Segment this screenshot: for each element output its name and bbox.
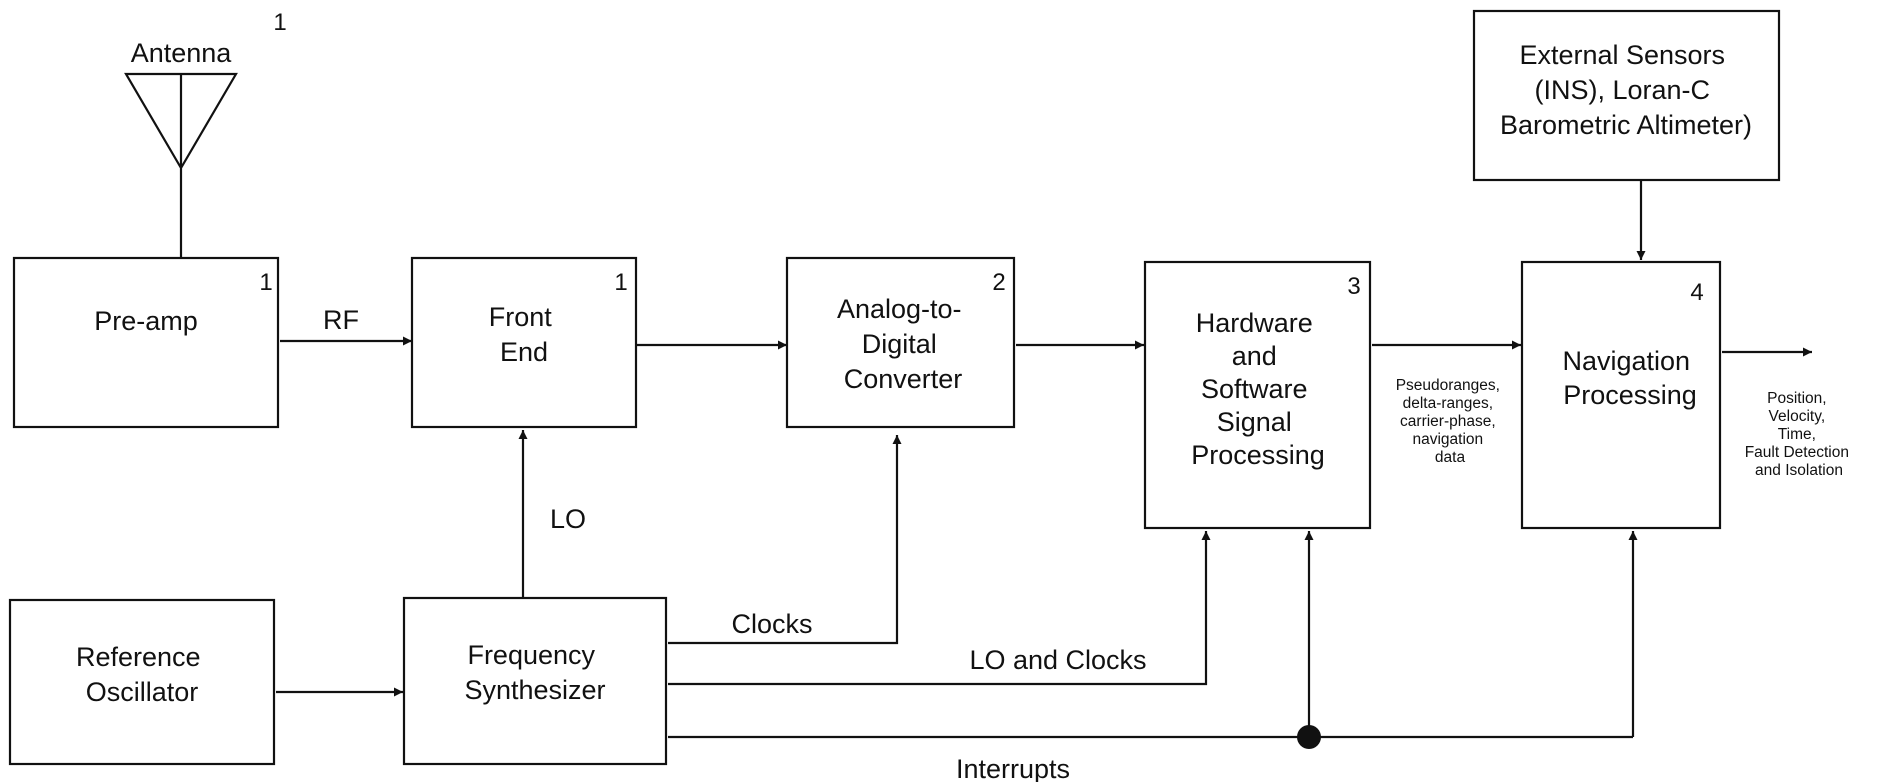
signal-processing-box <box>1143 260 1372 530</box>
signal-processing-label: Hardware and Software Signal Processing <box>1191 308 1325 470</box>
antenna-label: Antenna <box>131 38 233 68</box>
adc-label: Analog-to- Digital Converter <box>837 294 969 394</box>
adc-box <box>785 256 1016 429</box>
front-end-block: Front End 1 <box>410 256 638 429</box>
lo-and-clocks-label: LO and Clocks <box>969 645 1146 675</box>
navigation-label: Navigation Processing <box>1562 346 1697 410</box>
signal-processing-block: Hardware and Software Signal Processing … <box>1143 260 1372 530</box>
signal-processing-number: 3 <box>1347 273 1360 300</box>
signal-labels: RF LO Clocks LO and Clocks Interrupts Ps… <box>323 305 1854 782</box>
clocks-label: Clocks <box>731 609 812 639</box>
outputs-label: Position, Velocity, Time, Fault Detectio… <box>1745 390 1854 479</box>
navigation-block: Navigation Processing 4 <box>1520 260 1722 530</box>
interrupts-label: Interrupts <box>956 754 1070 782</box>
signal-connectors <box>276 181 1812 749</box>
lo-and-clocks-arrow <box>668 531 1211 686</box>
preamp-number: 1 <box>259 269 272 296</box>
preamp-block: Pre-amp 1 <box>12 256 280 429</box>
antenna-number: 1 <box>273 9 286 36</box>
front-end-number: 1 <box>614 269 627 296</box>
preamp-label: Pre-amp <box>94 306 198 336</box>
antenna-icon <box>124 72 238 258</box>
measurements-label: Pseudoranges, delta-ranges, carrier-phas… <box>1396 377 1505 466</box>
antenna: Antenna 1 <box>124 9 287 258</box>
external-sensors-block: External Sensors (INS), Loran-C Barometr… <box>1472 9 1781 182</box>
adc-number: 2 <box>992 269 1005 296</box>
lo-label: LO <box>550 504 586 534</box>
reference-oscillator-block: Reference Oscillator <box>8 598 276 766</box>
preamp-box <box>12 256 280 429</box>
interrupts-junction-dot <box>1297 725 1321 749</box>
external-sensors-box <box>1472 9 1781 182</box>
front-end-box <box>410 256 638 429</box>
navigation-number: 4 <box>1690 279 1703 306</box>
reference-oscillator-box <box>8 598 276 766</box>
front-end-label: Front End <box>489 302 560 367</box>
external-sensors-label: External Sensors (INS), Loran-C Barometr… <box>1500 40 1752 140</box>
navigation-box <box>1520 260 1722 530</box>
frequency-synthesizer-block: Frequency Synthesizer <box>402 596 668 766</box>
clocks-arrow <box>668 435 902 645</box>
rf-label: RF <box>323 305 359 335</box>
frequency-synthesizer-label: Frequency Synthesizer <box>464 640 605 705</box>
frequency-synthesizer-box <box>402 596 668 766</box>
adc-block: Analog-to- Digital Converter 2 <box>785 256 1016 429</box>
reference-oscillator-label: Reference Oscillator <box>76 642 208 707</box>
